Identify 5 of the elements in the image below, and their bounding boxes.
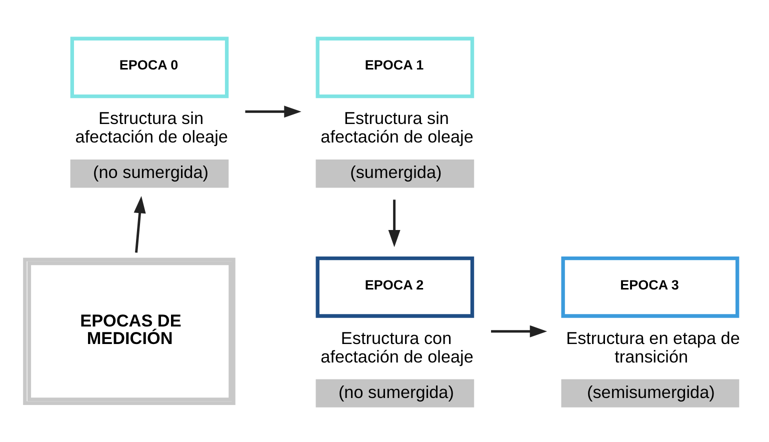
node-box: EPOCAS DE MEDICIÓN	[23, 257, 236, 404]
arrow	[388, 199, 400, 247]
arrow	[245, 105, 302, 118]
arrow	[491, 324, 548, 337]
arrow	[134, 195, 146, 252]
